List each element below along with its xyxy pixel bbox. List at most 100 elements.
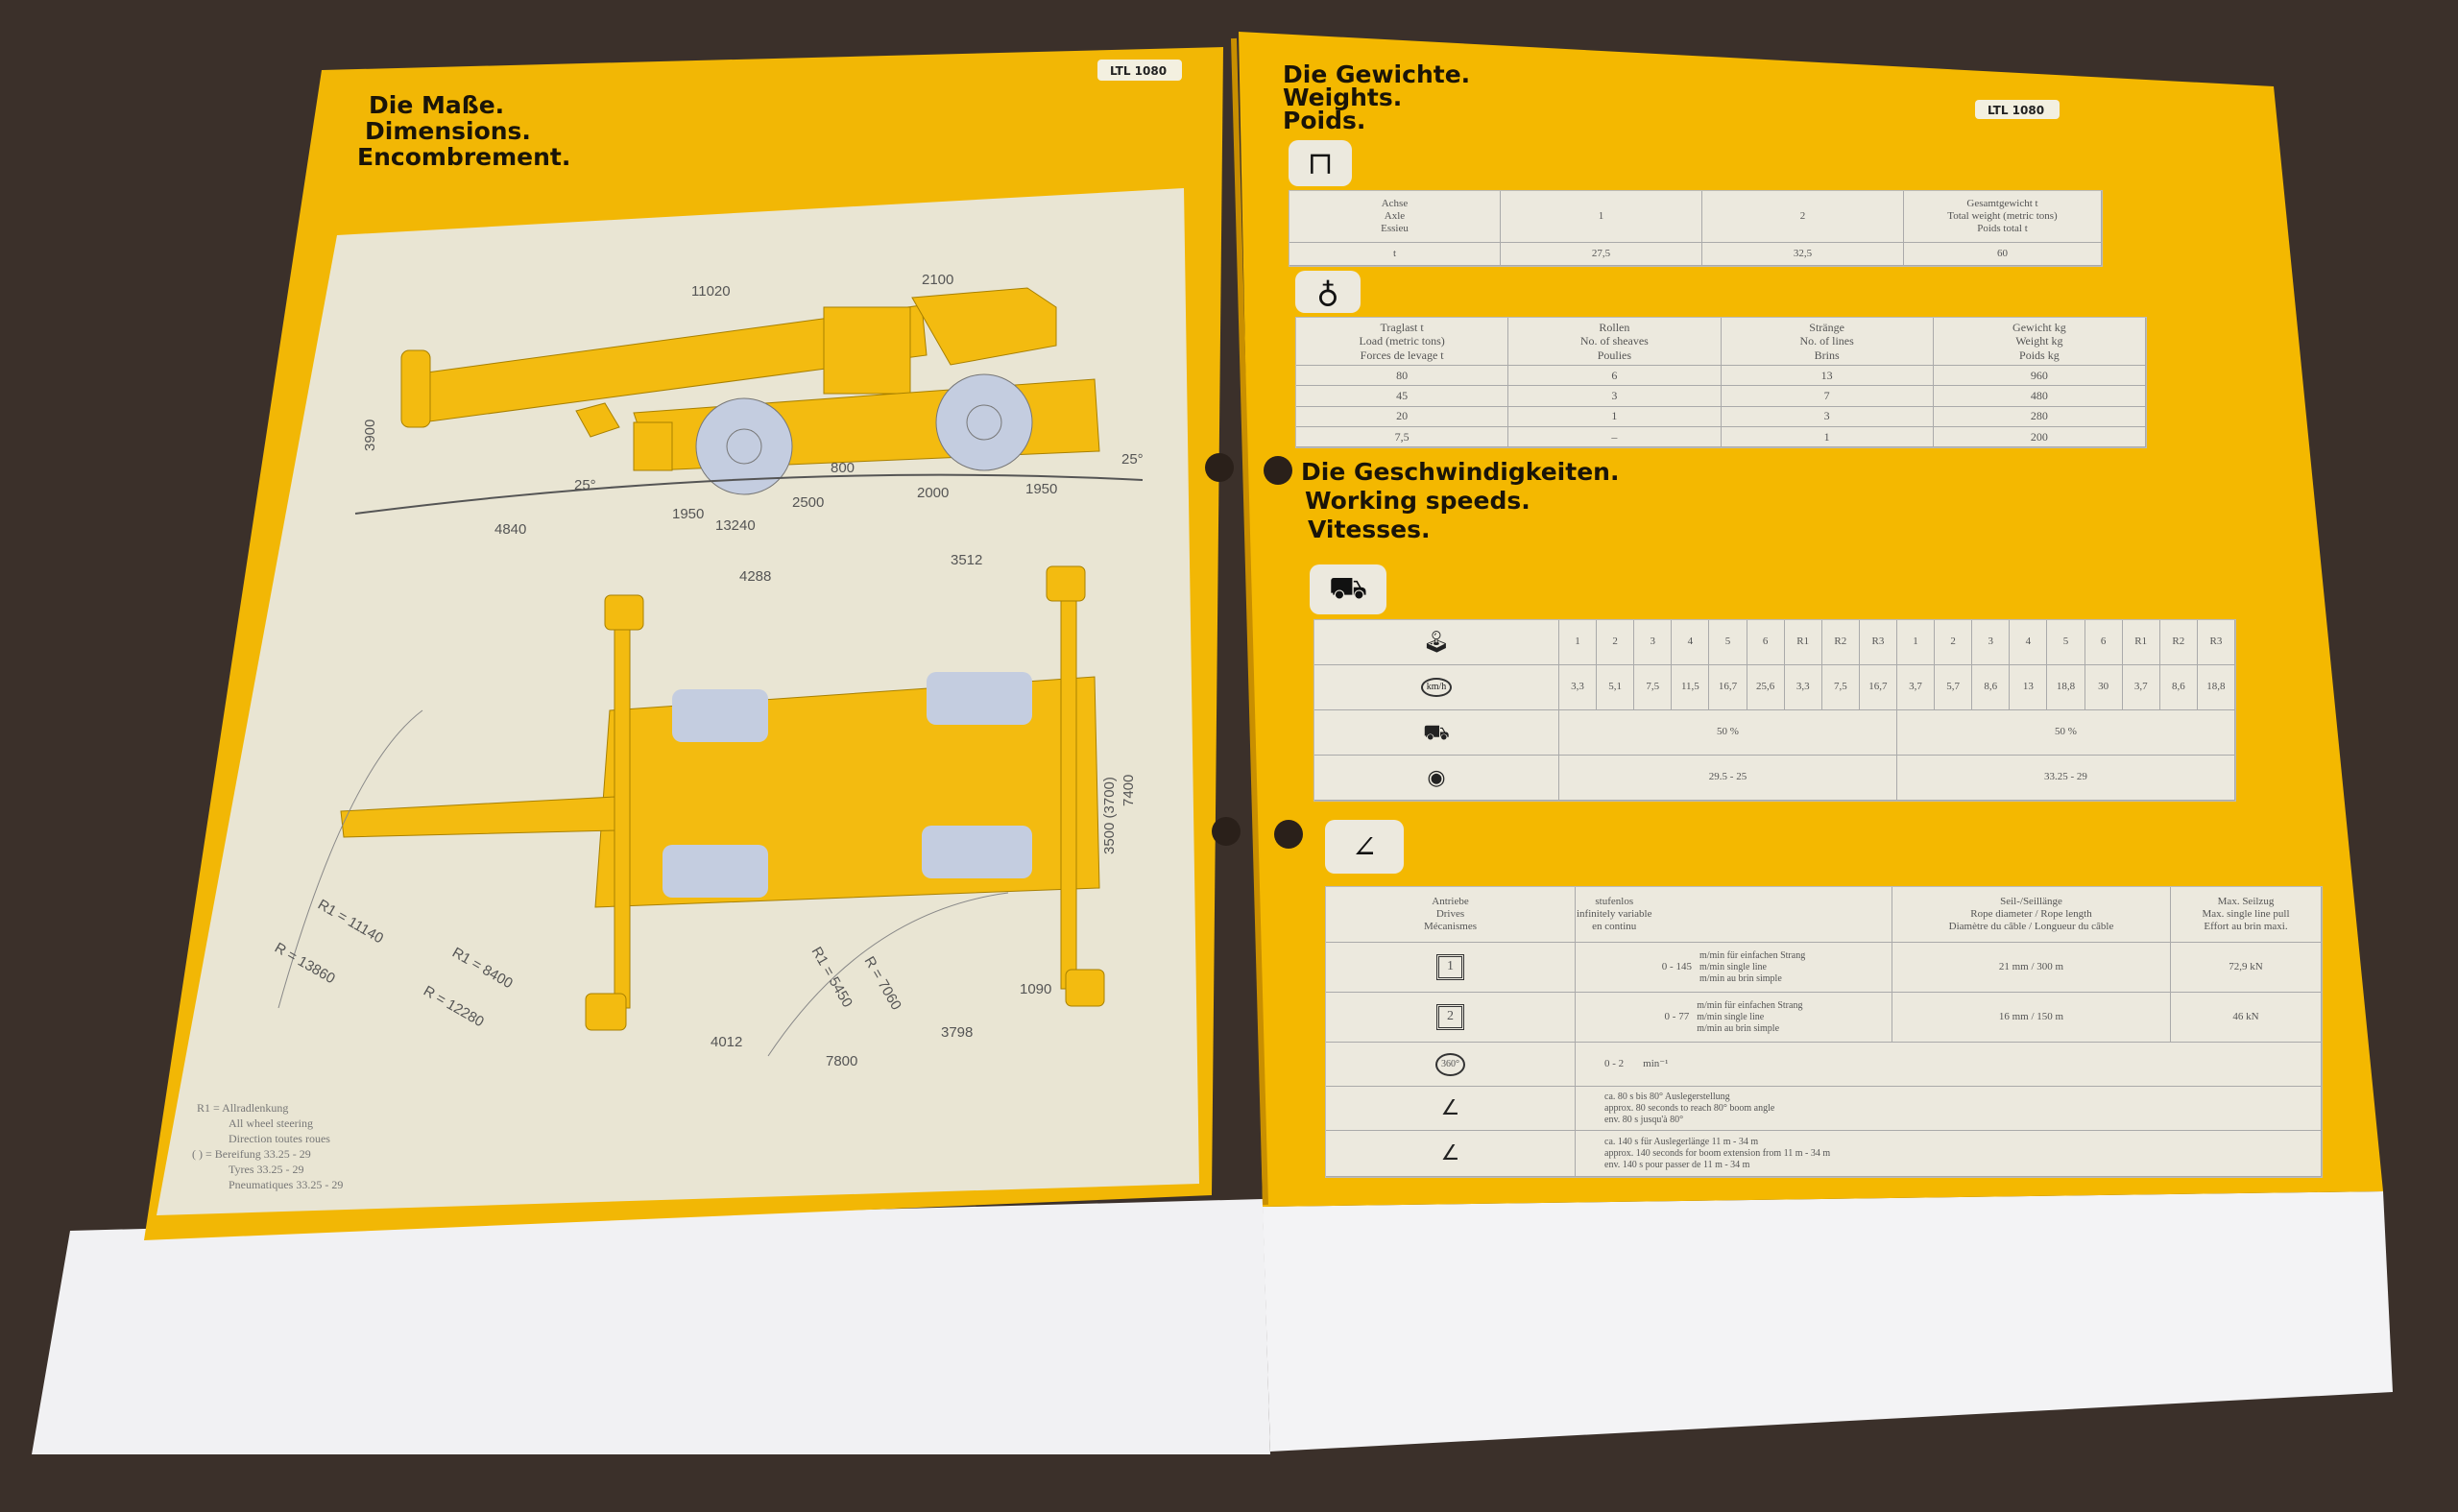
table-cell: 80 — [1296, 366, 1509, 387]
table-header: Achse Axle Essieu — [1289, 191, 1501, 243]
gear-cell: 5 — [2047, 620, 2085, 665]
gradeability-cell: 50 % — [1559, 710, 1897, 756]
speed-cell: 8,6 — [2159, 665, 2198, 710]
svg-text:R1 = Allradlenkung: R1 = Allradlenkung — [197, 1101, 288, 1115]
svg-text:Pneumatiques 33.25 - 29: Pneumatiques 33.25 - 29 — [229, 1178, 343, 1191]
gear-cell: 2 — [1935, 620, 1973, 665]
dim-label: 4840 — [494, 521, 526, 538]
dim-label: 3798 — [941, 1024, 973, 1041]
table-header: Traglast t Load (metric tons) Forces de … — [1296, 318, 1509, 366]
right-page-white — [1263, 1191, 2393, 1452]
speeds-title-2: Working speeds. — [1305, 487, 1530, 515]
weights-title-1: Die Gewichte. — [1283, 60, 1470, 88]
table-cell: 1 — [1508, 406, 1722, 427]
slewing-units: min⁻¹ — [1643, 1057, 1669, 1069]
winch1-speed: 0 - 145 — [1661, 960, 1692, 972]
table-cell: 60 — [1904, 243, 2102, 266]
table-header: Seil-/Seillänge Rope diameter / Rope len… — [1892, 887, 2171, 943]
table-cell: 7,5 — [1296, 426, 1509, 447]
speed-cell: 5,1 — [1597, 665, 1635, 710]
table-cell: 20 — [1296, 406, 1509, 427]
gear-cell: R1 — [2122, 620, 2160, 665]
weights-title-3: Poids. — [1283, 107, 1365, 134]
table-cell: 45 — [1296, 386, 1509, 407]
winch-1-icon: 1 — [1326, 943, 1576, 993]
table-cell: 27,5 — [1501, 243, 1702, 266]
table-cell: 200 — [1933, 426, 2146, 447]
gear-cell: R2 — [1821, 620, 1860, 665]
dim-label: 1950 — [672, 506, 704, 522]
winch1-units: m/min für einfachen Strang m/min single … — [1699, 949, 1806, 984]
gear-lever-icon: 🕹 — [1314, 620, 1559, 665]
table-cell: 1 — [1721, 426, 1934, 447]
svg-text:( ) = Bereifung 33.25 - 29: ( ) = Bereifung 33.25 - 29 — [192, 1147, 311, 1161]
speed-cell: 8,6 — [1972, 665, 2011, 710]
gear-cell: R1 — [1784, 620, 1822, 665]
table-header: Stränge No. of lines Brins — [1721, 318, 1934, 366]
speed-cell: 5,7 — [1935, 665, 1973, 710]
speed-cell: 3,3 — [1559, 665, 1598, 710]
left-page-white — [32, 1199, 1270, 1454]
speeds-title-1: Die Geschwindigkeiten. — [1301, 458, 1619, 486]
gear-cell: 1 — [1896, 620, 1936, 665]
speed-cell: 3,3 — [1784, 665, 1822, 710]
hook-icon: ♁ — [1295, 271, 1361, 313]
telescoping-text: ca. 140 s für Auslegerlänge 11 m - 34 m … — [1576, 1131, 2322, 1177]
table-cell: 3 — [1508, 386, 1722, 407]
dim-label: 7400 — [1121, 775, 1137, 806]
svg-text:Tyres 33.25 - 29: Tyres 33.25 - 29 — [229, 1163, 303, 1176]
slewing-icon: 360° — [1326, 1043, 1576, 1087]
dim-label: 3500 (3700) — [1101, 777, 1118, 854]
title-line-3: Encombrement. — [357, 143, 570, 171]
crane-icon: ⛟ — [1310, 564, 1386, 614]
dim-label: 13240 — [715, 517, 756, 534]
gear-cell: 1 — [1559, 620, 1598, 665]
table-cell: 13 — [1721, 366, 1934, 387]
speed-cell: 18,8 — [2197, 665, 2235, 710]
dim-label: 3900 — [362, 420, 378, 451]
speed-cell: 13 — [2010, 665, 2048, 710]
dim-label: 2000 — [917, 485, 949, 501]
speed-cell: 7,5 — [1821, 665, 1860, 710]
model-badge-left-text: LTL 1080 — [1110, 64, 1167, 78]
hook-blocks-table: Traglast t Load (metric tons) Forces de … — [1295, 317, 2147, 448]
winch1-label: 1 — [1436, 954, 1464, 980]
gear-cell: 6 — [2084, 620, 2123, 665]
tyre-cell: 33.25 - 29 — [1896, 756, 2235, 801]
dim-label: 1950 — [1025, 481, 1057, 497]
winch2-rope: 16 mm / 150 m — [1892, 993, 2171, 1043]
crane-boom-icon: ∠ — [1325, 820, 1404, 874]
gradeability-cell: 50 % — [1896, 710, 2235, 756]
table-header: Antriebe Drives Mécanismes — [1326, 887, 1576, 943]
speed-cell: 30 — [2084, 665, 2123, 710]
table-cell: 480 — [1933, 386, 2146, 407]
svg-text:All wheel steering: All wheel steering — [229, 1116, 313, 1130]
title-line-2: Dimensions. — [365, 117, 531, 145]
table-header: 2 — [1702, 191, 1904, 243]
dim-label: 800 — [831, 460, 855, 476]
weights-title-2: Weights. — [1283, 84, 1402, 111]
winch1-speed-cell: 0 - 145 m/min für einfachen Strang m/min … — [1576, 943, 1892, 993]
dim-label: 2500 — [792, 494, 824, 511]
winch1-pull: 72,9 kN — [2171, 943, 2322, 993]
title-line-1: Die Maße. — [369, 91, 504, 119]
dim-label: 7800 — [826, 1053, 857, 1069]
gear-cell: R2 — [2159, 620, 2198, 665]
punch-holes — [1205, 453, 1303, 849]
working-speeds-table: 🕹 km/h ⛟ ◉ 50 % 50 % 29.5 - 25 33.25 - 2… — [1313, 619, 2236, 802]
model-badge-left — [1097, 60, 1182, 81]
drives-table: Antriebe Drives Mécanismes stufenlos inf… — [1325, 886, 2323, 1178]
kmh-label: km/h — [1420, 678, 1453, 697]
gear-cell: 3 — [1634, 620, 1673, 665]
table-cell: t — [1289, 243, 1501, 266]
table-cell: 960 — [1933, 366, 2146, 387]
table-cell: 6 — [1508, 366, 1722, 387]
gear-cell: 6 — [1747, 620, 1785, 665]
speed-cell: 25,6 — [1747, 665, 1785, 710]
table-header: stufenlos infinitely variable en continu — [1576, 887, 1892, 943]
speeds-title-3: Vitesses. — [1308, 516, 1430, 543]
speed-cell: 7,5 — [1634, 665, 1673, 710]
gear-cell: 5 — [1709, 620, 1747, 665]
